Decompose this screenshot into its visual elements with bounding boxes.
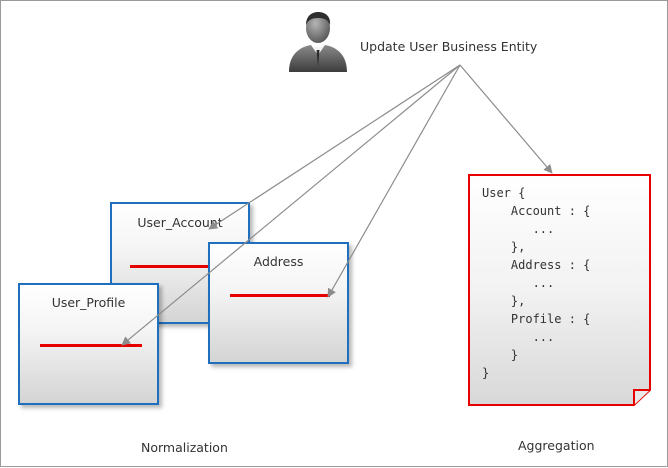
- user-profile-table: User_Profile: [18, 283, 159, 405]
- aggregate-document: [468, 174, 651, 406]
- user-profile-key-line: [40, 344, 142, 347]
- address-label: Address: [253, 254, 304, 269]
- user-account-label: User_Account: [137, 215, 223, 230]
- normalization-label: Normalization: [141, 440, 228, 455]
- user-account-key-line: [130, 265, 210, 268]
- aggregate-json-code: User { Account : { ... }, Address : { ..…: [482, 186, 591, 380]
- address-table: Address: [208, 242, 349, 364]
- aggregation-label: Aggregation: [518, 438, 595, 453]
- user-profile-label: User_Profile: [51, 295, 126, 310]
- arrow-to-aggregate: [459, 64, 553, 174]
- user-avatar-icon: [289, 12, 347, 72]
- diagram-title: Update User Business Entity: [360, 39, 538, 54]
- address-key-line: [230, 294, 330, 297]
